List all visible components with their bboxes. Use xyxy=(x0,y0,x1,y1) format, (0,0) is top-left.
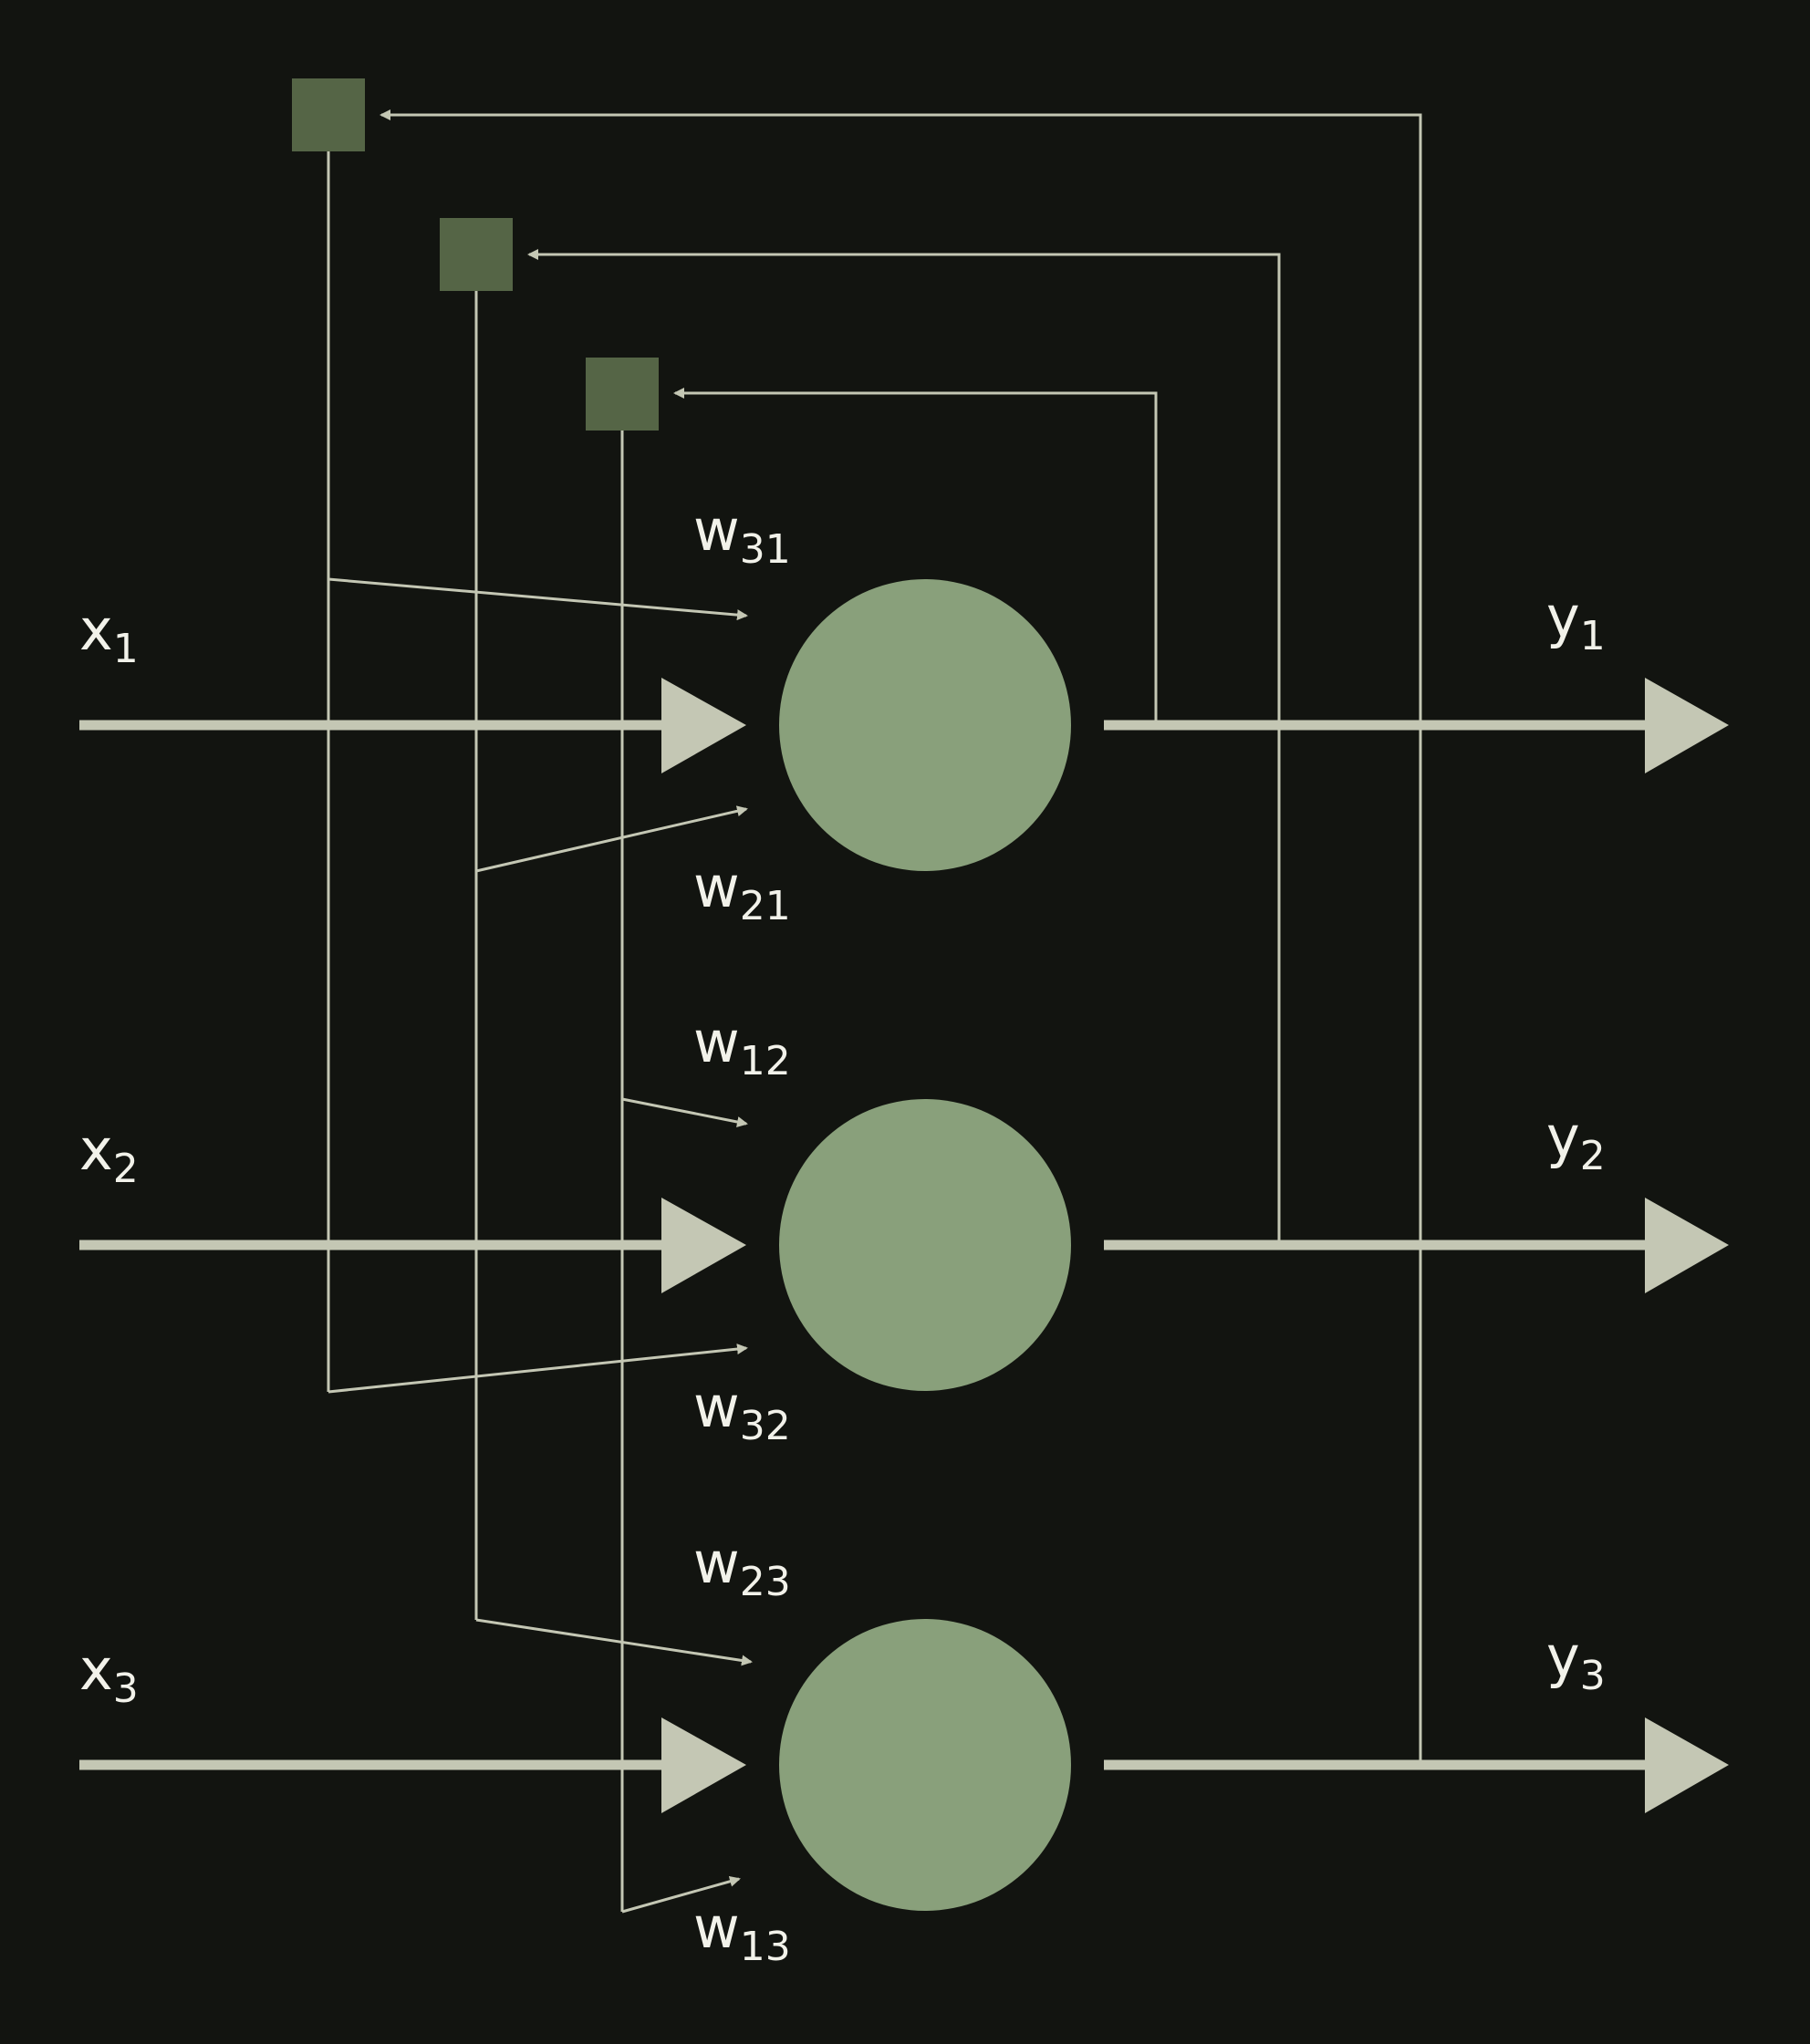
weight-label-w32: w32 xyxy=(693,1374,791,1449)
input-arrow-3 xyxy=(79,1717,746,1813)
weight-line-w32 xyxy=(328,1344,748,1394)
weight-line-w31 xyxy=(328,577,748,621)
input-arrow-2 xyxy=(79,1198,746,1293)
output-label-y3: y3 xyxy=(1546,1624,1606,1699)
neuron-2 xyxy=(779,1099,1071,1391)
weight-line-w12 xyxy=(621,1097,748,1127)
output-arrow-1 xyxy=(1104,678,1729,773)
weight-label-w21: w21 xyxy=(693,854,791,929)
weight-line-w13 xyxy=(621,1875,741,1914)
neuron-1 xyxy=(779,579,1071,871)
neuron-3 xyxy=(779,1619,1071,1911)
delay-unit-3 xyxy=(586,358,659,431)
feedback-line-y2 xyxy=(527,249,1281,1245)
feedback-line-y1 xyxy=(673,388,1158,725)
output-label-y2: y2 xyxy=(1546,1104,1606,1179)
weight-label-w31: w31 xyxy=(693,497,791,573)
delay-unit-2 xyxy=(440,218,513,291)
output-label-y1: y1 xyxy=(1546,584,1606,659)
weight-label-w13: w13 xyxy=(693,1894,791,1970)
input-label-x2: x2 xyxy=(79,1116,139,1192)
feedback-line-y3 xyxy=(380,109,1422,1765)
weight-line-w23 xyxy=(475,1618,753,1666)
weight-line-w21 xyxy=(475,805,748,873)
input-arrow-1 xyxy=(79,678,746,773)
input-label-x1: x1 xyxy=(79,597,139,672)
weight-label-w12: w12 xyxy=(693,1009,791,1084)
delay-unit-1 xyxy=(292,78,365,151)
input-label-x3: x3 xyxy=(79,1636,139,1712)
output-arrow-3 xyxy=(1104,1717,1729,1813)
output-arrow-2 xyxy=(1104,1198,1729,1293)
weight-label-w23: w23 xyxy=(693,1530,791,1605)
